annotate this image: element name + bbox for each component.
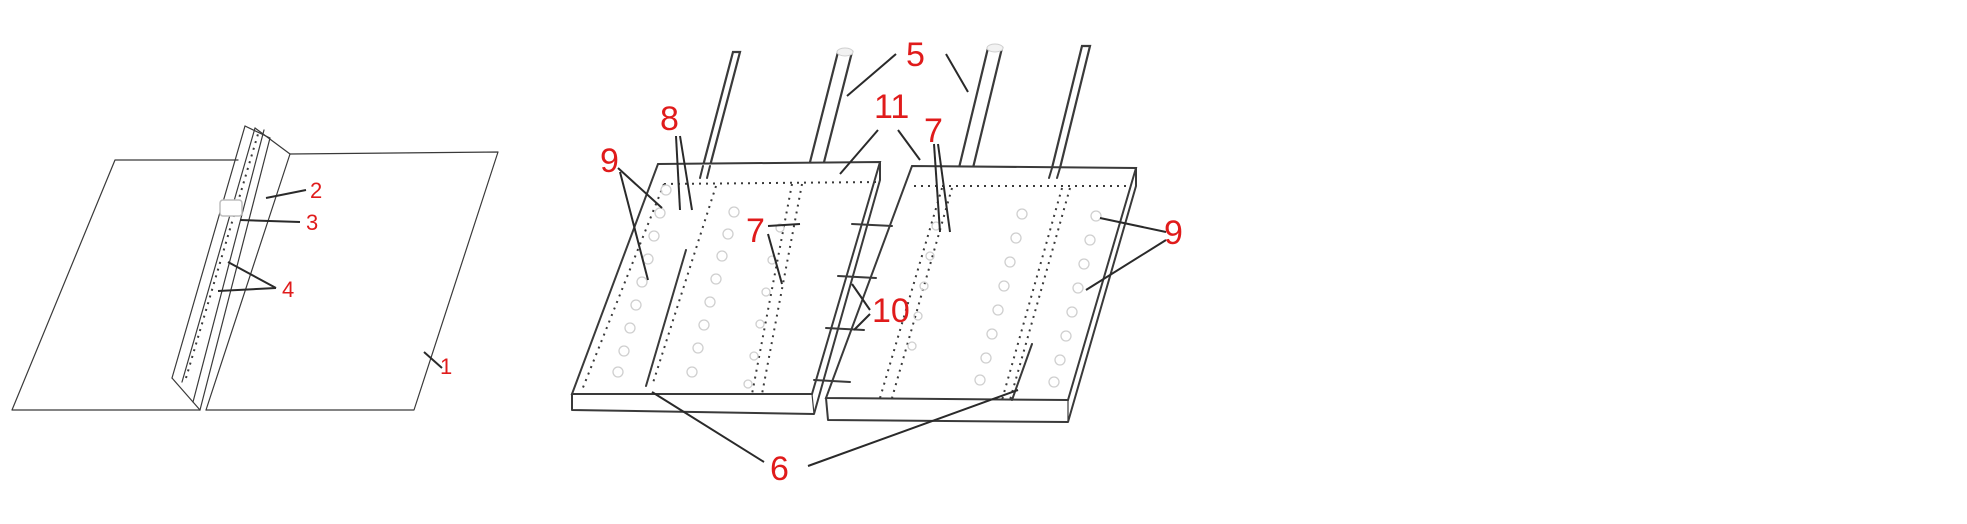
label-1: 1: [440, 354, 452, 379]
label-6: 6: [770, 450, 789, 488]
label-10: 10: [872, 292, 910, 330]
rods-front: [699, 165, 1061, 179]
pipe-1: [701, 50, 742, 168]
vertical-strip: [171, 125, 291, 411]
label-2: 2: [310, 178, 322, 203]
pipe-3: [956, 46, 1004, 174]
label-11: 11: [874, 88, 909, 126]
part-3-clamp: [219, 199, 243, 217]
left-figure: 2 3 4 1: [11, 125, 499, 411]
label-9-right: 9: [1164, 214, 1183, 252]
label-5: 5: [906, 36, 925, 74]
label-4: 4: [282, 277, 294, 302]
left-leader-lines: [217, 189, 443, 369]
label-7-left: 7: [746, 212, 765, 250]
plate-left-half: [11, 159, 239, 411]
right-leader-lines: [617, 53, 1167, 467]
pipe-2: [806, 50, 854, 172]
label-7-right: 7: [924, 112, 943, 150]
label-3: 3: [306, 210, 318, 235]
label-8: 8: [660, 100, 679, 138]
pipe-4: [1050, 44, 1092, 170]
right-figure: 5 11 8 9 7 7 9 10 6: [570, 36, 1183, 488]
plate-b: [824, 164, 1138, 423]
holes-plate-a: [612, 184, 785, 389]
label-9-left: 9: [600, 142, 619, 180]
plate-right-half: [205, 151, 499, 411]
plate-a: [570, 160, 882, 415]
connectors: [813, 223, 893, 383]
